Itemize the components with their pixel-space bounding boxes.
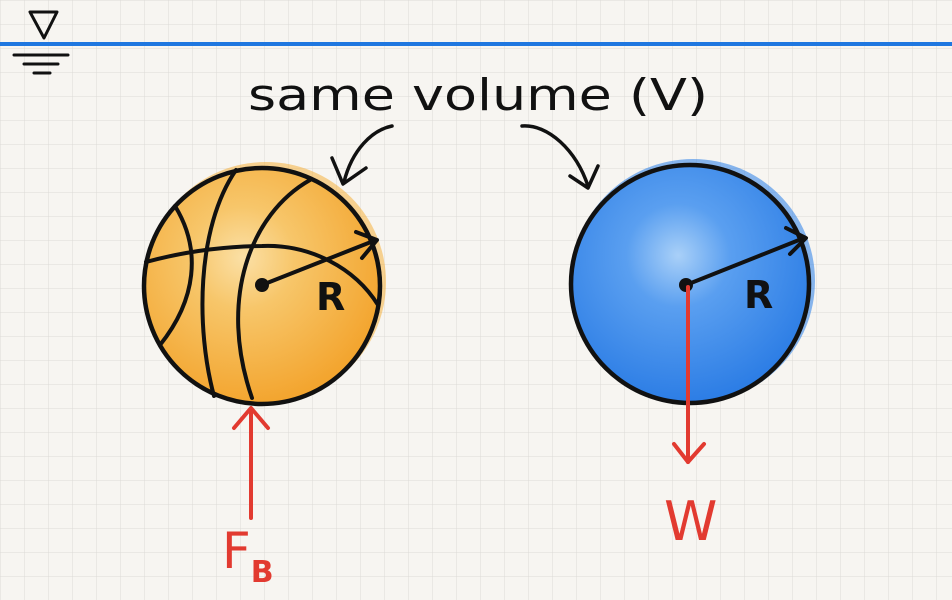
basketball bbox=[141, 162, 386, 407]
weight-label: W bbox=[664, 490, 717, 553]
caption-arrow-right bbox=[520, 124, 600, 190]
buoyant-force-arrow bbox=[232, 406, 270, 520]
same-volume-caption: same volume (V) bbox=[248, 70, 708, 121]
water-surface-icon bbox=[12, 10, 70, 75]
caption-arrow-left bbox=[330, 124, 394, 186]
radius-label-right: R bbox=[744, 273, 773, 317]
radius-label-left: R bbox=[316, 275, 345, 319]
weight-arrow bbox=[672, 285, 706, 464]
blue-ball bbox=[568, 159, 815, 406]
buoyant-force-label: FB bbox=[222, 522, 274, 590]
